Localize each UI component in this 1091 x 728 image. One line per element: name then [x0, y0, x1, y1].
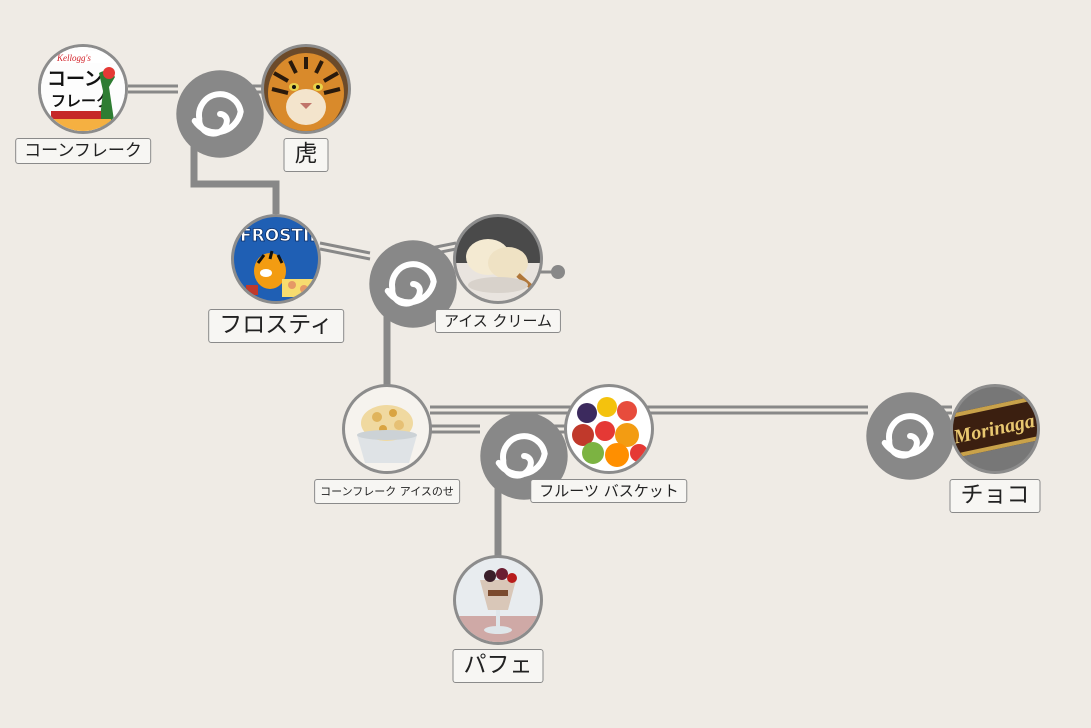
node-parfait[interactable]: [452, 554, 544, 646]
frosties-box-icon: FROSTIES: [231, 214, 322, 304]
node-cornflake-icecream[interactable]: [341, 383, 433, 475]
label-fruits: フルーツ バスケット: [530, 479, 688, 503]
swirl-icon[interactable]: [174, 68, 264, 158]
label-tiger: 虎: [283, 138, 329, 172]
node-frosties[interactable]: FROSTIES: [230, 213, 322, 305]
node-tiger[interactable]: [260, 43, 352, 135]
node-choco[interactable]: Morinaga: [949, 383, 1041, 475]
parfait-glass-icon: [453, 555, 543, 645]
node-icecream[interactable]: [452, 213, 544, 305]
swirl-icon[interactable]: [864, 390, 954, 480]
fruit-basket-icon: [564, 384, 654, 474]
cornflake-ice-cream-icon: [342, 384, 432, 474]
endpoint-dot: [551, 265, 565, 279]
swirl-icon[interactable]: [478, 410, 568, 500]
node-cornflakes[interactable]: Kellogg's コーン フレーク: [37, 43, 129, 135]
label-cornflake-icecream: コーンフレーク アイスのせ: [314, 479, 460, 505]
chocolate-bar-icon: Morinaga: [950, 384, 1040, 474]
label-frosties: フロスティ: [208, 309, 344, 343]
label-icecream: アイス クリーム: [434, 309, 562, 333]
cornflakes-box-icon: Kellogg's コーン フレーク: [38, 44, 128, 134]
svg-text:Kellogg's: Kellogg's: [56, 53, 91, 63]
svg-text:コーン: コーン: [47, 68, 103, 90]
swirl-icon[interactable]: [367, 238, 457, 328]
svg-text:FROSTIES: FROSTIES: [240, 226, 322, 246]
svg-text:フレーク: フレーク: [51, 92, 111, 110]
label-cornflakes: コーンフレーク: [15, 138, 151, 165]
tiger-icon: [261, 44, 351, 134]
label-choco: チョコ: [949, 479, 1041, 513]
label-parfait: パフェ: [452, 649, 544, 683]
ice-cream-bowl-icon: [453, 214, 543, 304]
node-fruits[interactable]: [563, 383, 655, 475]
